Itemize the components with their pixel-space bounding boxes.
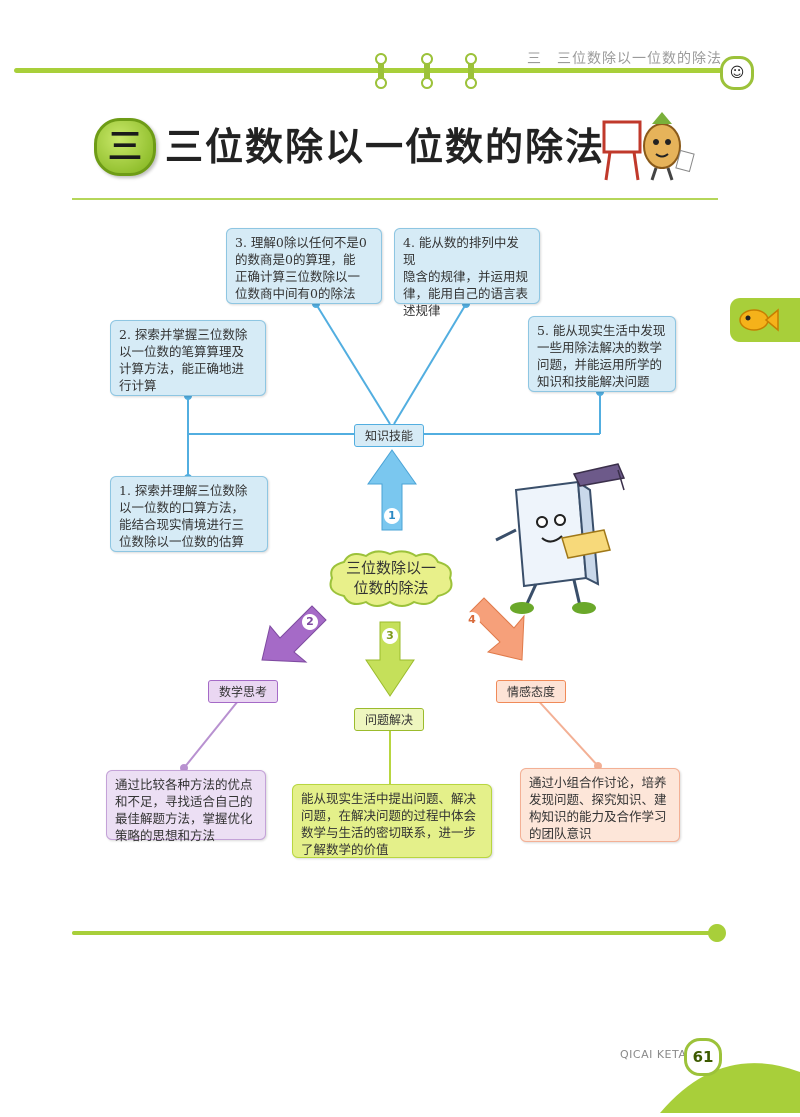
binder-pin-icon: [421, 53, 433, 89]
header-rule: [14, 68, 738, 73]
arrow-number-1: 1: [384, 508, 400, 524]
bottom-rule-dot: [708, 924, 726, 942]
side-tab: [730, 298, 800, 342]
connector-dot: [594, 762, 602, 770]
connector-dot: [180, 764, 188, 772]
arrow-number-3: 3: [382, 628, 398, 644]
binder-pin-icon: [375, 53, 387, 89]
category-attitude-label: 情感态度: [496, 680, 567, 703]
arrow-number-4: 4: [464, 612, 480, 628]
connector-dot: [312, 300, 320, 308]
arrow-number-2: 2: [302, 614, 318, 630]
mascot-icon: ☺: [720, 56, 754, 90]
footer-wave: [660, 1052, 800, 1113]
connector-dot: [596, 388, 604, 396]
center-line-2: 位数的除法: [353, 579, 429, 597]
solving-box: 能从现实生活中提出问题、解决问题，在解决问题的过程中体会数学与生活的密切联系，进…: [292, 784, 492, 858]
category-knowledge-label: 知识技能: [354, 424, 425, 447]
footer-brand: QICAI KETANG: [620, 1048, 705, 1061]
bottom-rule: [72, 931, 718, 935]
knowledge-item-1: 1. 探索并理解三位数除以一位数的口算方法，能结合现实情境进行三位数除以一位数的…: [110, 476, 268, 552]
book-mascot-icon: [486, 460, 636, 620]
title-rule: [72, 198, 718, 200]
binder-pin-icon: [465, 53, 477, 89]
category-solving-label: 问题解决: [354, 708, 425, 731]
page-title: 三位数除以一位数的除法: [165, 125, 606, 169]
knowledge-item-5: 5. 能从现实生活中发现一些用除法解决的数学问题，并能运用所学的知识和技能解决问…: [528, 316, 676, 392]
easel-mascot-icon: [600, 108, 696, 184]
knowledge-item-2: 2. 探索并掌握三位数除以一位数的笔算算理及计算方法，能正确地进行计算: [110, 320, 266, 396]
center-line-1: 三位数除以一: [345, 559, 436, 577]
running-title: 三 三位数除以一位数的除法: [527, 51, 722, 67]
category-thinking-label: 数学思考: [208, 680, 279, 703]
thinking-box: 通过比较各种方法的优点和不足，寻找适合自己的最佳解题方法，掌握优化策略的思想和方…: [106, 770, 266, 843]
connector-dot: [184, 392, 192, 400]
chapter-badge: 三: [94, 118, 156, 176]
attitude-box: 通过小组合作讨论，培养发现问题、探究知识、建构知识的能力及合作学习的团队意识: [520, 768, 680, 842]
connector-dot: [462, 300, 470, 308]
page-number: 61: [684, 1038, 722, 1076]
knowledge-item-4: 4. 能从数的排列中发现隐含的规律，并运用规律，能用自己的语言表述规律: [394, 228, 540, 318]
center-topic: 三位数除以一 位数的除法: [326, 548, 456, 608]
